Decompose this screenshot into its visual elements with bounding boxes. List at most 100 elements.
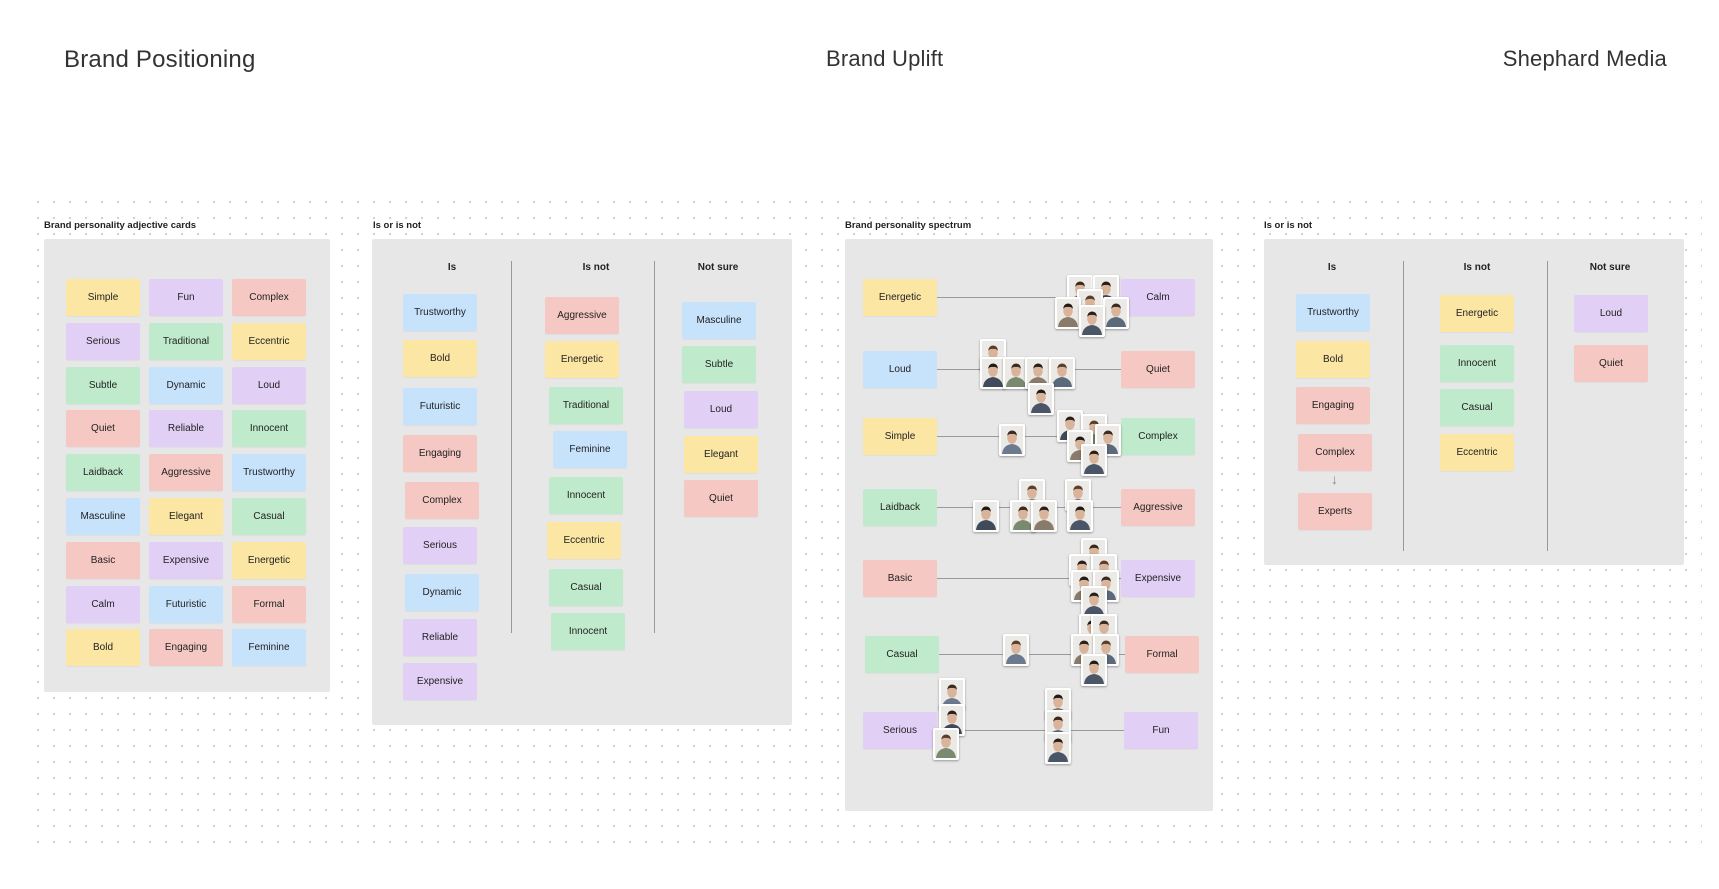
spectrum-card-serious[interactable]: Serious [863,712,937,749]
sticky-card-aggressive[interactable]: Aggressive [545,297,619,334]
sticky-card-laidback[interactable]: Laidback [66,454,140,492]
spectrum-axis-line [937,730,1124,731]
sticky-card-innocent[interactable]: Innocent [551,613,625,650]
sticky-card-complex[interactable]: Complex [1298,434,1372,471]
sticky-card-calm[interactable]: Calm [66,585,140,623]
spectrum-card-casual[interactable]: Casual [865,636,939,673]
sticky-card-feminine[interactable]: Feminine [232,629,306,667]
participant-photo-marker[interactable] [1031,500,1057,532]
participant-photo-marker[interactable] [973,500,999,532]
spectrum-card-basic[interactable]: Basic [863,560,937,597]
participant-photo-marker[interactable] [1003,634,1029,666]
sticky-card-loud[interactable]: Loud [232,366,306,404]
sticky-card-reliable[interactable]: Reliable [403,619,477,656]
sticky-card-casual[interactable]: Casual [549,569,623,606]
sticky-card-aggressive[interactable]: Aggressive [149,454,223,492]
sticky-card-innocent[interactable]: Innocent [232,410,306,448]
participant-photo-marker[interactable] [1081,586,1107,618]
spectrum-card-quiet[interactable]: Quiet [1121,351,1195,388]
sticky-card-masculine[interactable]: Masculine [682,302,756,339]
sticky-card-dynamic[interactable]: Dynamic [149,366,223,404]
sticky-card-loud[interactable]: Loud [684,391,758,428]
participant-photo-marker[interactable] [1067,500,1093,532]
sticky-card-quiet[interactable]: Quiet [684,480,758,517]
participant-photo-marker[interactable] [1055,297,1081,329]
sticky-card-simple[interactable]: Simple [66,279,140,316]
sticky-card-quiet[interactable]: Quiet [1574,345,1648,382]
sticky-card-complex[interactable]: Complex [405,482,479,519]
sticky-card-bold[interactable]: Bold [403,340,477,377]
sticky-card-expensive[interactable]: Expensive [403,663,477,700]
sticky-card-trustworthy[interactable]: Trustworthy [403,294,477,331]
participant-photo-marker[interactable] [1093,634,1119,666]
spectrum-card-fun[interactable]: Fun [1124,712,1198,749]
sticky-card-casual[interactable]: Casual [232,498,306,535]
sticky-card-casual[interactable]: Casual [1440,389,1514,426]
sticky-card-reliable[interactable]: Reliable [149,410,223,448]
sticky-card-experts[interactable]: Experts [1298,493,1372,530]
sticky-card-trustworthy[interactable]: Trustworthy [232,454,306,492]
sticky-card-bold[interactable]: Bold [66,629,140,667]
sticky-card-engaging[interactable]: Engaging [149,629,223,667]
participant-photo-marker[interactable] [933,728,959,760]
spectrum-card-energetic[interactable]: Energetic [863,279,937,316]
spectrum-card-formal[interactable]: Formal [1125,636,1199,673]
sticky-card-expensive[interactable]: Expensive [149,541,223,579]
sticky-card-eccentric[interactable]: Eccentric [547,522,621,559]
arrow-down-icon: ↓ [1331,471,1338,487]
participant-photo-marker[interactable] [999,424,1025,456]
sticky-card-futuristic[interactable]: Futuristic [403,388,477,425]
spectrum-card-laidback[interactable]: Laidback [863,489,937,526]
page-title-left: Brand Positioning [64,46,256,73]
column-header-is-not: Is not [1463,262,1491,273]
sticky-card-subtle[interactable]: Subtle [682,346,756,383]
participant-photo-marker[interactable] [1028,383,1054,415]
participant-photo-marker[interactable] [1079,305,1105,337]
sticky-card-energetic[interactable]: Energetic [232,541,306,579]
spectrum-card-complex[interactable]: Complex [1121,418,1195,455]
participant-photo-marker[interactable] [1103,297,1129,329]
participant-photo-marker[interactable] [1045,732,1071,764]
sticky-card-energetic[interactable]: Energetic [1440,295,1514,332]
sticky-card-trustworthy[interactable]: Trustworthy [1296,294,1370,331]
participant-photo-marker[interactable] [980,357,1006,389]
sticky-card-feminine[interactable]: Feminine [553,431,627,468]
sticky-card-fun[interactable]: Fun [149,279,223,316]
sticky-card-complex[interactable]: Complex [232,279,306,316]
spectrum-card-aggressive[interactable]: Aggressive [1121,489,1195,526]
sticky-card-engaging[interactable]: Engaging [1296,387,1370,424]
sticky-card-eccentric[interactable]: Eccentric [1440,434,1514,471]
sticky-card-loud[interactable]: Loud [1574,295,1648,332]
participant-photo-marker[interactable] [1081,654,1107,686]
sticky-card-elegant[interactable]: Elegant [149,498,223,535]
sticky-card-quiet[interactable]: Quiet [66,410,140,448]
sticky-card-traditional[interactable]: Traditional [149,322,223,360]
sticky-card-serious[interactable]: Serious [403,527,477,564]
sticky-card-traditional[interactable]: Traditional [549,387,623,424]
sticky-card-futuristic[interactable]: Futuristic [149,585,223,623]
sticky-card-basic[interactable]: Basic [66,541,140,579]
sticky-card-eccentric[interactable]: Eccentric [232,322,306,360]
sticky-card-subtle[interactable]: Subtle [66,366,140,404]
sticky-card-dynamic[interactable]: Dynamic [405,574,479,611]
sticky-card-engaging[interactable]: Engaging [403,435,477,472]
sticky-card-formal[interactable]: Formal [232,585,306,623]
spectrum-card-expensive[interactable]: Expensive [1121,560,1195,597]
spectrum-card-calm[interactable]: Calm [1121,279,1195,316]
participant-photo-marker[interactable] [1003,357,1029,389]
participant-photo-marker[interactable] [1081,444,1107,476]
sticky-card-bold[interactable]: Bold [1296,341,1370,378]
sticky-card-energetic[interactable]: Energetic [545,341,619,378]
sticky-card-serious[interactable]: Serious [66,322,140,360]
sticky-card-elegant[interactable]: Elegant [684,436,758,473]
participant-photo-marker[interactable] [1049,357,1075,389]
frame-brand-personality-spectrum[interactable]: Energetic Calm Loud Quiet [845,239,1213,811]
spectrum-card-simple[interactable]: Simple [863,418,937,455]
sticky-card-innocent[interactable]: Innocent [1440,345,1514,382]
sticky-card-innocent[interactable]: Innocent [549,477,623,514]
spectrum-card-loud[interactable]: Loud [863,351,937,388]
sticky-card-masculine[interactable]: Masculine [66,498,140,535]
